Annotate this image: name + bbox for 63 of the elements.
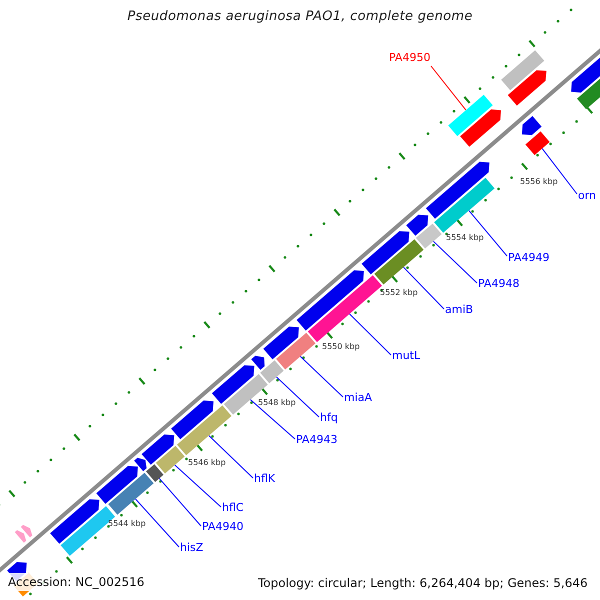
gene-pentagon — [142, 434, 174, 465]
title: Pseudomonas aeruginosa PAO1, complete genome — [126, 9, 474, 24]
gene-pentagon — [96, 466, 138, 504]
gene-pentagon — [251, 356, 265, 370]
gene-pentagon — [522, 116, 542, 136]
leader-line — [135, 498, 180, 548]
leader-line — [468, 210, 508, 256]
gene-label: hisZ — [180, 541, 204, 554]
gene-pentagon — [362, 231, 410, 274]
gene-label: hflC — [222, 501, 244, 514]
leader-line — [174, 464, 222, 508]
scale-label: 5544 kbp — [108, 519, 146, 528]
gene-pentagon — [171, 400, 214, 440]
gene-bar — [501, 50, 544, 90]
gene-pentagon — [50, 499, 100, 544]
topology-text: Topology: circular; Length: 6,264,404 bp; Genes: 5,646 — [257, 575, 589, 592]
gene-label: orn — [578, 189, 596, 202]
gene-pentagon — [14, 530, 26, 543]
gene-label: hfq — [320, 411, 338, 424]
gene-bar — [308, 275, 382, 342]
gene-label: hflK — [254, 472, 276, 485]
gene-bar — [525, 131, 550, 156]
scale-label: 5556 kbp — [520, 177, 558, 186]
gene-bar — [108, 472, 154, 515]
scale-label: 5550 kbp — [322, 342, 360, 351]
gene-label: PA4948 — [478, 277, 520, 290]
scale-label: 5548 kbp — [258, 398, 296, 407]
leader-line — [430, 66, 466, 111]
gene-label: PA4940 — [202, 520, 244, 533]
gene-bar — [276, 332, 316, 370]
gene-pentagon — [508, 70, 546, 106]
gene-pentagon — [406, 214, 428, 236]
leader-line — [158, 478, 202, 526]
leader-line — [276, 376, 320, 418]
gene-pentagon — [20, 524, 32, 538]
gene-pentagon — [296, 270, 364, 331]
gene-label: PA4950 — [389, 51, 430, 64]
gene-pentagon — [263, 326, 299, 360]
gene-bar — [177, 405, 232, 456]
leader-line — [542, 148, 578, 194]
leader-line — [403, 266, 444, 310]
leader-line — [432, 240, 478, 284]
gene-label: PA4949 — [508, 251, 550, 264]
gene-pentagon — [460, 109, 501, 147]
gene-pentagon — [134, 458, 147, 472]
gene-pentagon — [426, 162, 490, 219]
gene-bar — [434, 178, 495, 233]
scale-label: 5554 kbp — [446, 233, 484, 242]
scale-label: 5546 kbp — [188, 458, 226, 467]
gene-bar — [416, 224, 442, 248]
gene-label: miaA — [344, 391, 372, 404]
leader-line — [250, 399, 296, 440]
gene-label: mutL — [392, 349, 420, 362]
gene-pentagon — [212, 365, 254, 404]
gene-label: PA4943 — [296, 433, 338, 446]
leader-line — [300, 356, 344, 398]
gene-bar — [448, 94, 493, 136]
gene-bar — [146, 464, 164, 482]
gene-bar — [156, 446, 185, 474]
scale-label: 5552 kbp — [380, 288, 418, 297]
leader-line — [208, 435, 254, 478]
gene-bar — [374, 239, 424, 284]
gene-label: amiB — [445, 303, 474, 316]
